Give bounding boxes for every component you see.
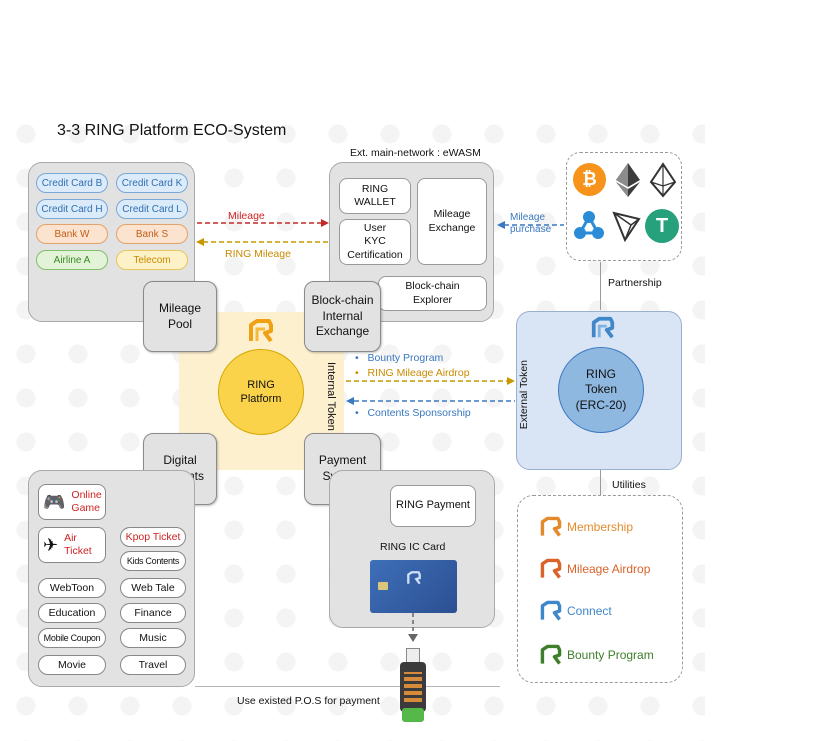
content-item: WebToon [38, 578, 106, 598]
tron-icon [612, 211, 641, 242]
internal-token-label: Internal Token [325, 362, 337, 431]
bitcoin-icon: ₿ [573, 163, 606, 196]
user-kyc-box: User KYC Certification [339, 219, 411, 265]
pos-terminal-icon [398, 648, 428, 724]
utility-label: Membership [567, 520, 634, 534]
ring-logo-icon [540, 600, 562, 621]
sponsorship-text: Contents Sponsorship [367, 407, 471, 419]
partner-pill: Bank S [116, 224, 188, 244]
content-item: Music [120, 628, 186, 648]
content-item: ✈Air Ticket [38, 527, 106, 563]
content-item-label: Travel [138, 658, 168, 671]
ring-wallet-box: RING WALLET [339, 178, 411, 214]
bottom-divider [195, 686, 500, 687]
utility-item: Mileage Airdrop [539, 557, 650, 581]
mileage-arrows [196, 219, 329, 246]
partnership-label: Partnership [608, 277, 662, 289]
utilities-line [600, 470, 601, 495]
gamepad-icon: 🎮 [43, 491, 66, 512]
ring-platform-circle: RING Platform [218, 349, 304, 435]
content-item: Travel [120, 655, 186, 675]
content-item-label: Music [139, 631, 167, 644]
content-item-label: Education [48, 606, 96, 619]
content-item: Kids Contents [120, 551, 186, 571]
card-chip-icon [378, 582, 388, 590]
tether-icon: T [645, 209, 679, 243]
content-item: Mobile Coupon [38, 628, 106, 648]
content-item: Kpop Ticket [120, 527, 186, 547]
content-item: Movie [38, 655, 106, 675]
content-item-label: Web Tale [131, 581, 175, 594]
external-token-label: External Token [518, 360, 530, 430]
partner-pill: Telecom [116, 250, 188, 270]
bounty-label: • Bounty Program [355, 352, 444, 364]
airdrop-label: • RING Mileage Airdrop [355, 367, 470, 379]
content-item: Finance [120, 603, 186, 623]
ring-payment-box: RING Payment [390, 485, 476, 527]
internal-exchange-box: Block-chain Internal Exchange [304, 281, 381, 352]
ring-ic-card [370, 560, 457, 613]
utilities-panel [517, 495, 683, 683]
utility-label: Bounty Program [567, 648, 654, 662]
pos-label: Use existed P.O.S for payment [237, 695, 380, 707]
utility-label: Connect [567, 604, 612, 618]
mileage-purchase-label: Mileage purchase [510, 212, 552, 235]
airdrop-text: RING Mileage Airdrop [367, 367, 470, 379]
airplane-icon: ✈ [43, 534, 59, 555]
partnership-line [600, 262, 601, 310]
content-item-label: Mobile Coupon [43, 632, 101, 643]
aeternity-icon [649, 162, 677, 198]
partner-pill: Credit Card K [116, 173, 188, 193]
ring-logo-icon [540, 516, 562, 537]
content-item: Education [38, 603, 106, 623]
card-to-pos-arrow [408, 613, 418, 642]
ripple-icon [574, 211, 604, 239]
mileage-arrow-label: Mileage [228, 210, 265, 222]
ring-token-circle: RING Token (ERC-20) [558, 347, 644, 433]
bounty-text: Bounty Program [367, 352, 444, 364]
partner-pill: Airline A [36, 250, 108, 270]
mileage-exchange-box: Mileage Exchange [417, 178, 487, 265]
purchase-arrow [497, 221, 564, 229]
utility-item: Connect [539, 599, 612, 623]
ewasm-label: Ext. main-network : eWASM [350, 147, 481, 159]
ic-card-label: RING IC Card [380, 541, 446, 553]
mileage-pool-box: Mileage Pool [143, 281, 217, 352]
utility-item: Membership [539, 515, 633, 539]
ring-logo-blue-icon [591, 316, 615, 339]
content-item-label: Kids Contents [126, 555, 180, 566]
ring-logo-card-icon [407, 571, 421, 585]
partner-pill: Credit Card H [36, 199, 108, 219]
partner-pill: Credit Card L [116, 199, 188, 219]
utility-item: Bounty Program [539, 643, 654, 667]
middle-arrows [346, 377, 515, 405]
utilities-label: Utilities [612, 479, 646, 491]
ring-mileage-arrow-label: RING Mileage [225, 248, 291, 260]
sponsorship-label: • Contents Sponsorship [355, 407, 471, 419]
content-item-label: Air Ticket [64, 532, 92, 557]
content-item-label: WebToon [49, 581, 95, 594]
content-item: Web Tale [120, 578, 186, 598]
partner-pill: Bank W [36, 224, 108, 244]
partner-pill: Credit Card B [36, 173, 108, 193]
content-item-label: Kpop Ticket [125, 530, 181, 543]
page-title: 3-3 RING Platform ECO-System [57, 122, 287, 139]
content-item-label: Movie [57, 658, 86, 671]
ring-logo-icon [540, 558, 562, 579]
ring-logo-orange-icon [249, 319, 273, 343]
content-item: 🎮Online Game [38, 484, 106, 520]
ethereum-icon [616, 163, 640, 197]
content-item-label: Online Game [71, 489, 102, 514]
explorer-box: Block-chain Explorer [378, 276, 487, 311]
ring-logo-icon [540, 644, 562, 665]
utility-label: Mileage Airdrop [567, 562, 651, 576]
content-item-label: Finance [134, 606, 172, 619]
